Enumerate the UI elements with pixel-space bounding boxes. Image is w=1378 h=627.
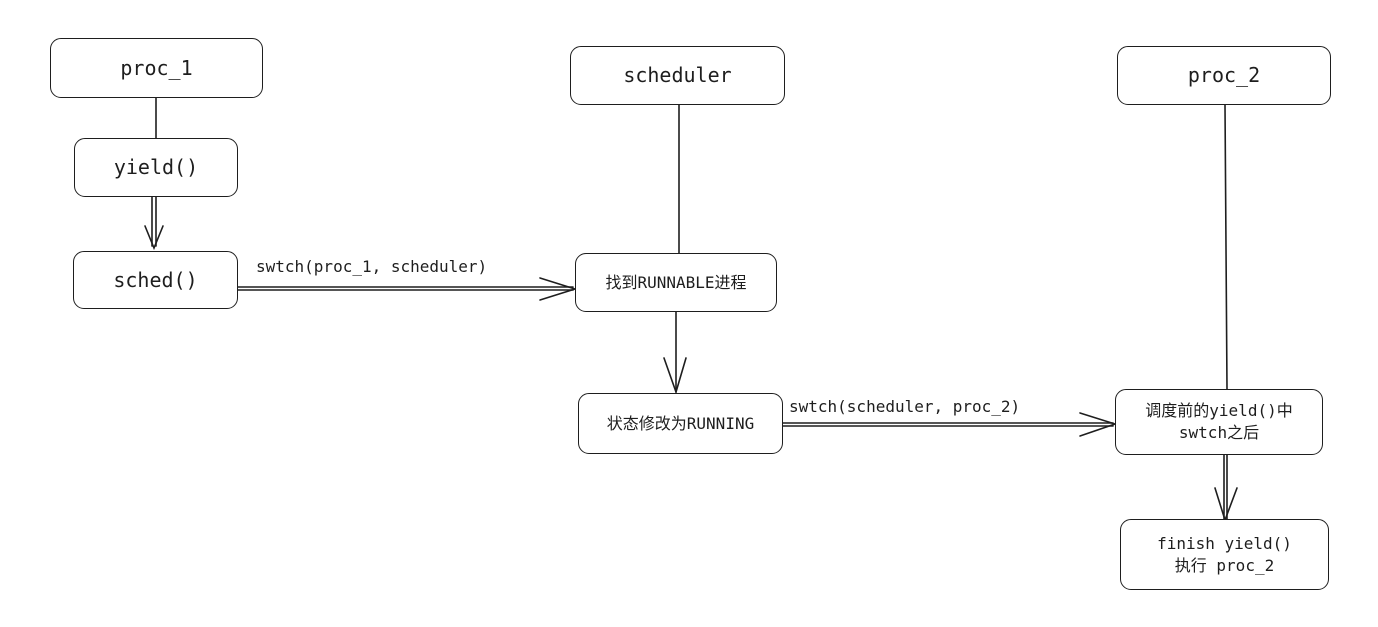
arrow-yield-sched [151, 196, 157, 247]
node-find-runnable: 找到RUNNABLE进程 [575, 253, 777, 312]
arrowhead-sched-find [539, 277, 578, 301]
arrowhead-yield-sched [144, 225, 164, 251]
node-proc-1: proc_1 [50, 38, 263, 98]
node-after-swtch-line2: swtch之后 [1178, 423, 1260, 442]
node-scheduler: scheduler [570, 46, 785, 105]
node-finish-line1: finish yield() [1157, 533, 1292, 553]
label-swtch-scheduler-proc2: swtch(scheduler, proc_2) [789, 397, 1021, 416]
node-set-running: 状态修改为RUNNING [578, 393, 783, 454]
arrowhead-setrunning-afterswtch [1079, 412, 1118, 437]
node-sched: sched() [73, 251, 238, 309]
arrowhead-afterswtch-finish [1214, 487, 1238, 523]
arrow-afterswtch-finish [1223, 454, 1228, 520]
node-after-swtch: 调度前的yield()中 swtch之后 [1115, 389, 1323, 455]
label-swtch-proc1-scheduler: swtch(proc_1, scheduler) [256, 257, 488, 276]
lifeline-proc2 [1224, 104, 1228, 390]
arrow-setrunning-afterswtch [782, 422, 1114, 427]
node-proc-2: proc_2 [1117, 46, 1331, 105]
node-finish-line2: 执行 proc_2 [1174, 555, 1275, 575]
node-after-swtch-line1: 调度前的yield()中 [1145, 401, 1293, 421]
arrowhead-find-setrunning [663, 357, 687, 395]
node-yield: yield() [74, 138, 238, 197]
node-finish-yield: finish yield() 执行 proc_2 [1120, 519, 1329, 590]
arrow-sched-find [237, 286, 574, 291]
